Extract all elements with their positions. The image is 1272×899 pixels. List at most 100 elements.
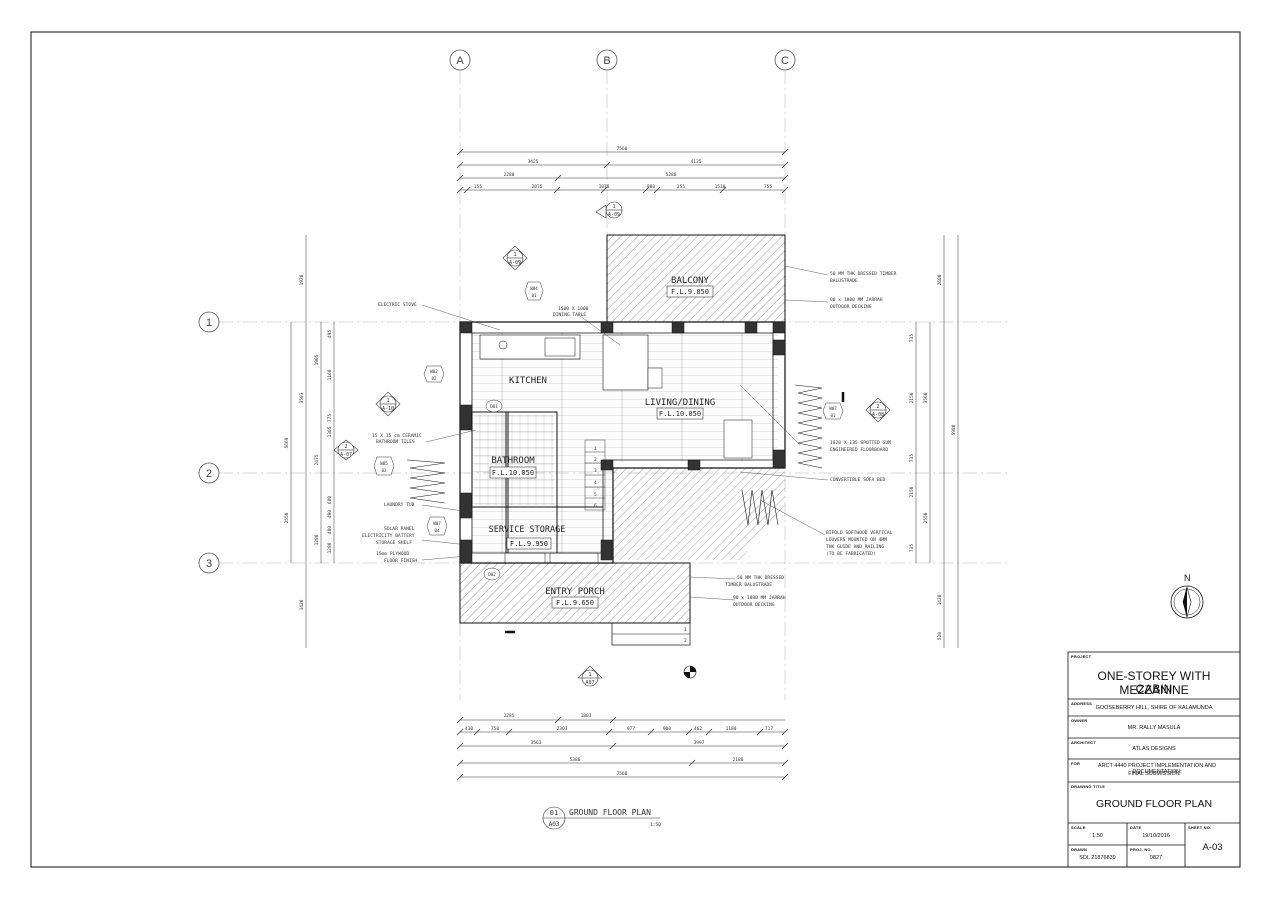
tb-drawn-label: DRAWN xyxy=(1071,847,1088,852)
section-marker-top: 1 A-09 xyxy=(595,201,623,219)
tag-w02-b: 02 xyxy=(431,376,437,381)
note-decking-top-2: OUTDOOR DECKING xyxy=(830,304,872,310)
bot-dim-2c: 2303 xyxy=(557,726,568,732)
top-dim-4c: 1070 xyxy=(599,184,610,190)
tb-sheet: A-03 xyxy=(1202,842,1223,853)
note-solar-2: ELECTRICITY BATTERY xyxy=(362,533,415,539)
room-storage: SERVICE STORAGE xyxy=(489,525,566,535)
tag-w04-b: 01 xyxy=(531,293,537,298)
stair xyxy=(584,439,606,511)
tb-for-line1: ARCT 4440 PROJECT IMPLEMENTATION AND DOC… xyxy=(1097,763,1217,775)
grid-row-3: 3 xyxy=(206,558,212,570)
note-tiles-2: BATHROOM TILES xyxy=(376,439,415,445)
tag-w07-b: 04 xyxy=(434,528,440,533)
right-dim-m1: 3560 xyxy=(923,392,929,403)
tag-w02-a: W02 xyxy=(430,369,438,374)
sect-top-ref: A-09 xyxy=(608,212,620,218)
room-balcony: BALCONY xyxy=(671,276,710,286)
right-dim-m2: 5980 xyxy=(951,424,957,435)
stair-4: 4 xyxy=(594,480,597,486)
plan-label-num: 01 xyxy=(550,809,558,817)
grid-row-1: 1 xyxy=(206,317,212,329)
top-dim-4d: 980 xyxy=(647,184,655,190)
grid-col-c: C xyxy=(781,55,789,67)
balcony-deck xyxy=(606,234,786,323)
plan-label-scale: 1:50 xyxy=(650,822,661,828)
tb-owner-label: OWNER xyxy=(1071,718,1088,723)
note-laundry: LAUNDRY TUB xyxy=(384,502,415,508)
section-marker-bottom: 1 A07 xyxy=(577,665,603,687)
sheet-border xyxy=(30,31,1241,868)
left-dim-in1: 1905 xyxy=(314,354,320,365)
bot-dim-2d: 977 xyxy=(627,726,635,732)
right-dim-i4: 2150 xyxy=(909,486,915,497)
bot-dim-4b: 2180 xyxy=(733,757,744,763)
note-bifold-3: THK GUIDE AND RAILING xyxy=(826,544,884,550)
top-dim-2b: 4135 xyxy=(691,159,702,165)
stair-1: 1 xyxy=(594,446,597,452)
note-solar-3: STORAGE SHELF xyxy=(376,540,412,546)
tag-w04-a: W04 xyxy=(530,286,538,291)
room-kitchen: KITCHEN xyxy=(509,376,547,386)
note-balustrade-top-2: BALUSTRADE xyxy=(830,278,858,284)
north-arrow-icon: N xyxy=(1170,573,1204,619)
bot-dim-2b: 750 xyxy=(491,726,499,732)
room-storage-level: F.L.9.950 xyxy=(510,540,548,548)
note-floorboard-1: 1820 X 135 SPOTTED GUM xyxy=(830,440,891,446)
tb-project-line1: ONE-STOREY WITH MEZZANINE xyxy=(1097,669,1211,697)
right-dim-i2: 2150 xyxy=(909,392,915,403)
left-dim-1: 1920 xyxy=(299,274,305,285)
sect-k-ref: A-09 xyxy=(509,260,521,266)
tb-date-label: DATE xyxy=(1130,825,1142,830)
tag-w05-a: W05 xyxy=(380,461,388,466)
tb-drawn: SDL 21876839 xyxy=(1079,855,1116,861)
sect-a10-ref: A-10 xyxy=(382,406,394,412)
room-porch-level: F.L.9.650 xyxy=(556,599,594,607)
note-floorboard-2: ENGINEERED FLOORBOARD xyxy=(830,447,888,453)
tb-scale: 1:50 xyxy=(1092,833,1103,839)
room-bathroom-level: F.L.10.050 xyxy=(492,469,534,477)
left-dim-2: 3583 xyxy=(299,392,305,403)
sect-a08-ref: A-08 xyxy=(872,412,884,418)
tb-architect-label: ARCHITECT xyxy=(1071,740,1096,745)
tb-architect-cell: ARCHITECT ATLAS DESIGNS xyxy=(1068,738,1240,759)
sect-a07-num: 2 xyxy=(344,444,347,450)
tb-proj-no-label: PROJ. NO. xyxy=(1130,847,1153,852)
porch-step-1: 1 xyxy=(684,627,687,633)
bot-dim-2e: 900 xyxy=(663,726,671,732)
tb-address: GOOSEBERRY HILL, SHIRE OF KALAMUNDA xyxy=(1095,705,1213,711)
section-marker-a10: 1 A-10 xyxy=(375,391,401,417)
top-dim-4g: 755 xyxy=(764,184,772,190)
right-dimensions: 2600 2550 1420 520 3560 5980 735 2150 73… xyxy=(909,235,959,648)
tb-owner: MR. RALLY MASULA xyxy=(1127,725,1181,731)
top-dim-2a: 3425 xyxy=(528,159,539,165)
top-dim-4f: 1510 xyxy=(715,184,726,190)
note-balustrade-top-1: 50 MM THK DRESSED TIMBER xyxy=(830,271,897,277)
top-dim-4e: 255 xyxy=(677,184,685,190)
stair-2: 2 xyxy=(594,457,597,463)
tb-address-cell: ADDRESS GOOSEBERRY HILL, SHIRE OF KALAMU… xyxy=(1068,699,1240,716)
tb-drawing-title-label: DRAWING TITLE xyxy=(1071,784,1106,789)
sect-a07-ref: A-07 xyxy=(340,452,352,458)
room-porch: ENTRY PORCH xyxy=(545,587,605,597)
tb-drawing-title: GROUND FLOOR PLAN xyxy=(1095,798,1213,810)
level-datum-icon xyxy=(683,665,697,679)
tb-for-label: FOR xyxy=(1071,761,1081,766)
grid-col-b: B xyxy=(603,55,610,67)
tb-for-cell: FOR ARCT 4440 PROJECT IMPLEMENTATION AND… xyxy=(1068,759,1240,782)
left-dim-in3: 1280 xyxy=(314,534,320,545)
bot-dim-2g: 1180 xyxy=(726,726,737,732)
note-stove: ELECTRIC STOVE xyxy=(378,302,417,308)
tb-proj-no-cell: PROJ. NO. 9827 xyxy=(1127,845,1185,867)
title-block-frame xyxy=(1067,651,1241,868)
top-dim-3a: 2280 xyxy=(504,172,515,178)
right-dim-4: 520 xyxy=(937,632,943,640)
tb-project-line2: CABIN xyxy=(1135,682,1173,696)
plan-label-sheet: A03 xyxy=(549,821,560,828)
left-dim-s6: 490 xyxy=(327,510,333,518)
sect-bot-ref: A07 xyxy=(585,680,594,686)
tag-w07b-a: W07 xyxy=(829,406,837,411)
left-dimensions: 1920 3583 2550 1420 5669 1905 2475 1280 … xyxy=(284,235,335,648)
right-dim-1: 2600 xyxy=(937,274,943,285)
